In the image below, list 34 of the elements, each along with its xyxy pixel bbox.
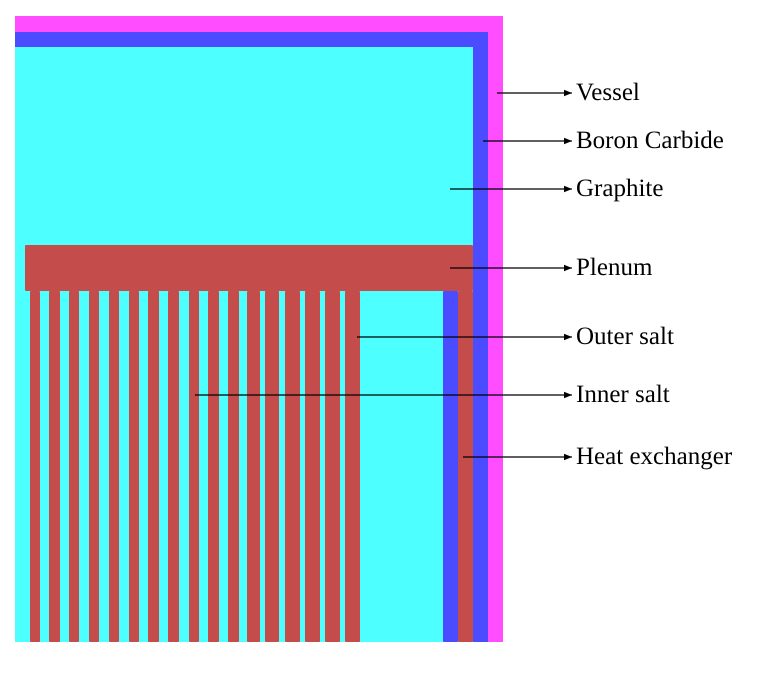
- salt-channel: [228, 291, 239, 642]
- salt-channel: [168, 291, 179, 642]
- part-label: Outer salt: [576, 322, 674, 352]
- part-label: Heat exchanger: [576, 442, 732, 472]
- salt-channel: [345, 291, 360, 642]
- salt-channel: [69, 291, 79, 642]
- salt-channel: [285, 291, 300, 642]
- leader-line: [450, 186, 572, 192]
- leader-line: [483, 138, 572, 144]
- salt-channel: [129, 291, 139, 642]
- part-label: Inner salt: [576, 380, 670, 410]
- part-label: Boron Carbide: [576, 126, 724, 156]
- salt-channel: [265, 291, 279, 642]
- leader-line: [497, 90, 572, 96]
- part-label: Plenum: [576, 253, 652, 283]
- part-label: Vessel: [576, 78, 640, 108]
- leader-line: [195, 392, 572, 398]
- part-label: Graphite: [576, 174, 664, 204]
- salt-channel: [89, 291, 99, 642]
- salt-channel: [30, 291, 40, 642]
- salt-channel: [325, 291, 340, 642]
- salt-channel: [305, 291, 320, 642]
- salt-channel: [49, 291, 60, 642]
- salt-channel: [109, 291, 119, 642]
- salt-channel: [208, 291, 219, 642]
- salt-channel: [189, 291, 199, 642]
- salt-channel: [247, 291, 260, 642]
- heat-exchanger-liner: [443, 291, 458, 642]
- plenum-bar: [25, 245, 473, 291]
- leader-line: [463, 454, 572, 460]
- salt-channel: [148, 291, 159, 642]
- heat-exchanger-strip: [458, 291, 473, 642]
- leader-line: [450, 264, 572, 272]
- leader-line: [357, 334, 572, 340]
